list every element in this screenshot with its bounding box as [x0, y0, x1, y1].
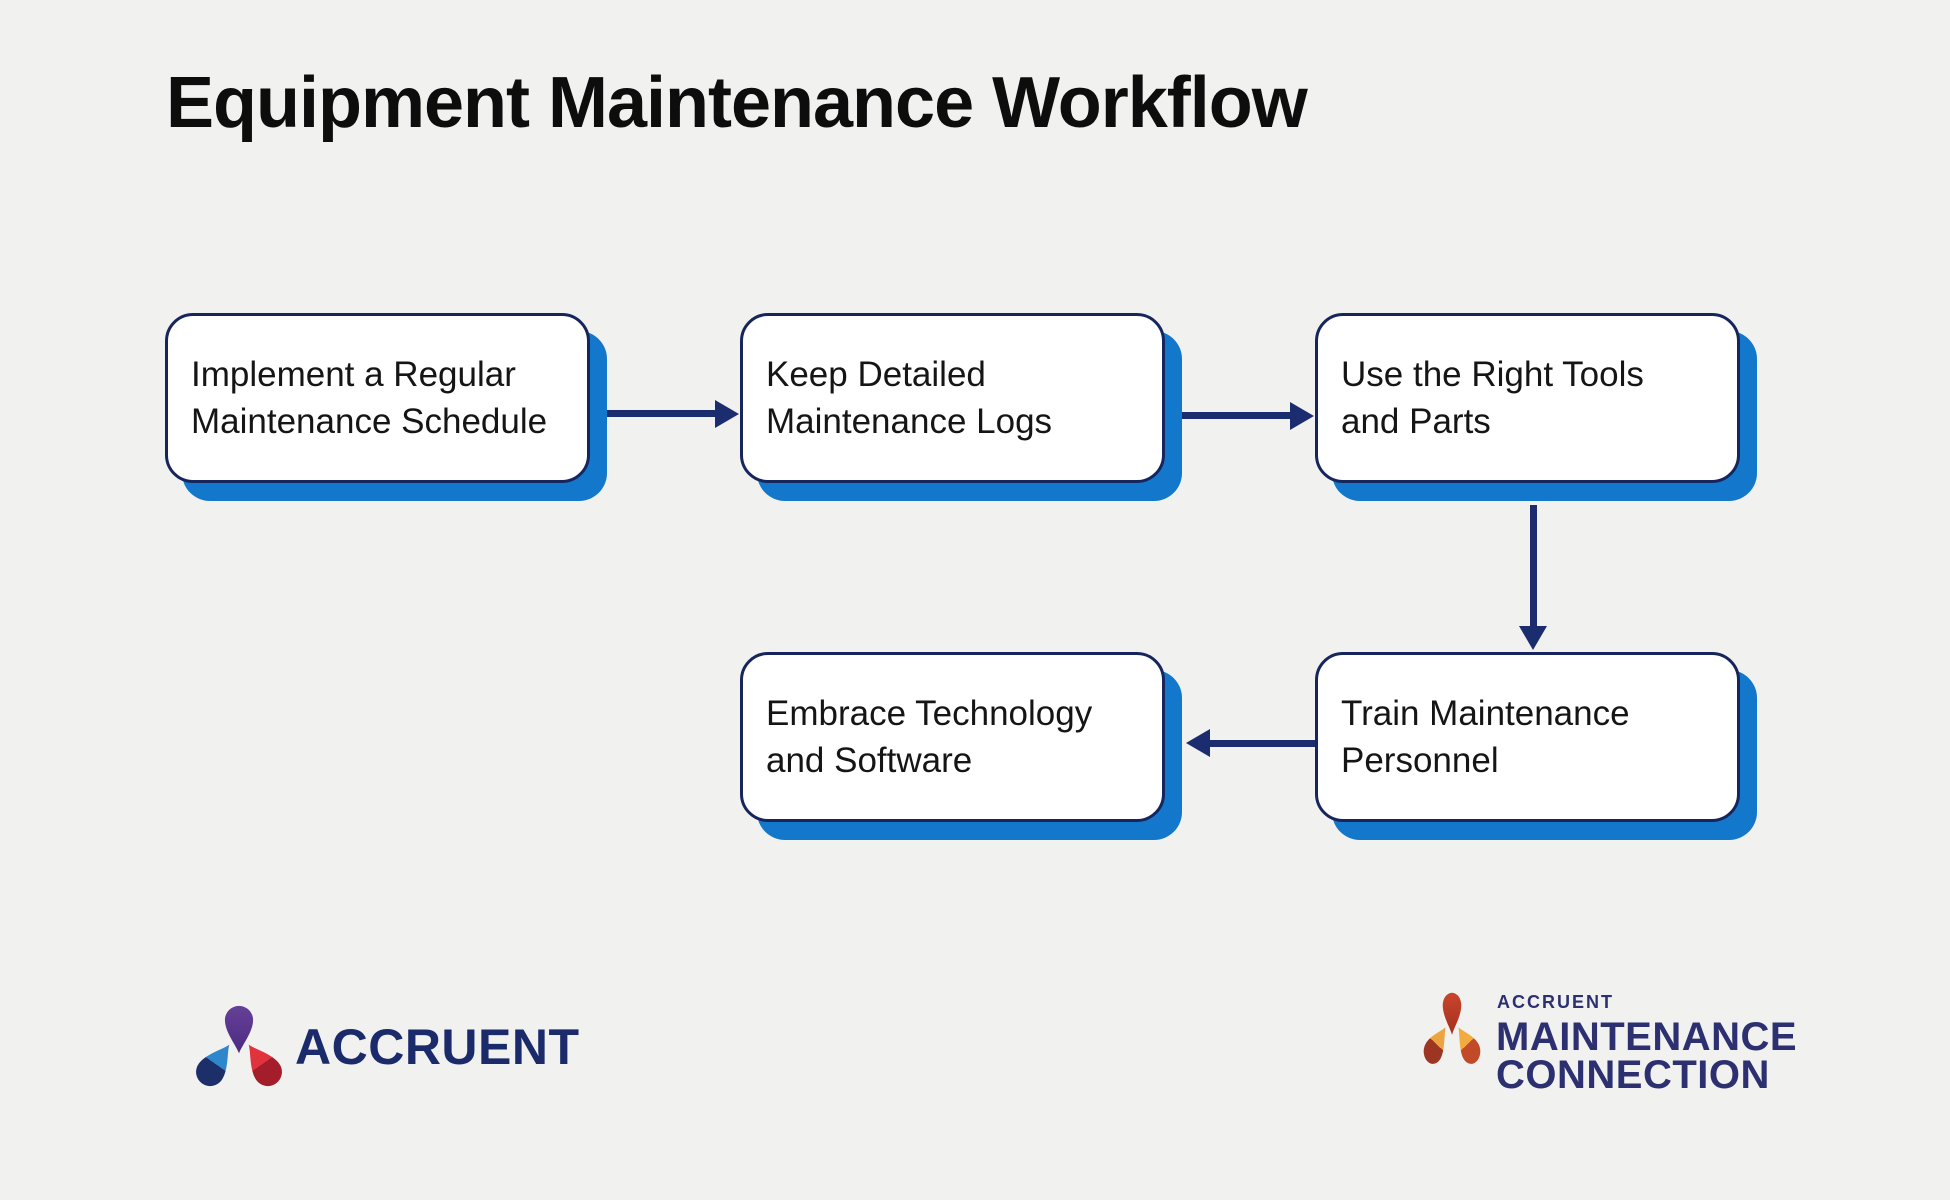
arrow-right-icon — [715, 400, 739, 428]
flow-box-label-line: and Software — [766, 741, 973, 780]
flow-box-label-line: Keep Detailed — [766, 355, 986, 394]
flow-box-keep-logs: Keep Detailed Maintenance Logs — [740, 313, 1165, 483]
flow-box-label-line: Maintenance Logs — [766, 402, 1053, 441]
flow-box-label-line: Maintenance Schedule — [191, 402, 548, 441]
accruent-wordmark: ACCRUENT — [295, 1019, 580, 1075]
flow-box-train-personnel: Train Maintenance Personnel — [1315, 652, 1740, 822]
arrow-line — [1530, 505, 1537, 628]
arrow-down-icon — [1519, 626, 1547, 650]
flow-box-implement-schedule: Implement a Regular Maintenance Schedule — [165, 313, 590, 483]
accruent-logo: ACCRUENT — [195, 1003, 580, 1095]
page-title: Equipment Maintenance Workflow — [166, 63, 1308, 143]
flow-box-label-line: Train Maintenance — [1341, 694, 1630, 733]
accruent-logo-mark-icon — [195, 1005, 283, 1092]
mc-maintenance-label: MAINTENANCE — [1496, 1015, 1798, 1059]
mc-brand-label: ACCRUENT — [1497, 992, 1614, 1012]
maintenance-connection-logo: ACCRUENT MAINTENANCE CONNECTION — [1423, 988, 1798, 1097]
arrow-line — [1208, 740, 1315, 747]
maintenance-connection-logo-mark-icon — [1423, 992, 1481, 1069]
arrow-line — [1182, 412, 1292, 419]
flow-box-label-line: Implement a Regular — [191, 355, 516, 394]
flow-box-right-tools: Use the Right Tools and Parts — [1315, 313, 1740, 483]
arrow-left-icon — [1186, 729, 1210, 757]
arrow-line — [607, 410, 717, 417]
flow-box-embrace-tech: Embrace Technology and Software — [740, 652, 1165, 822]
flow-box-label-line: Embrace Technology — [766, 694, 1093, 733]
flow-box-label-line: and Parts — [1341, 402, 1491, 441]
flow-box-label-line: Use the Right Tools — [1341, 355, 1644, 394]
flow-box-label-line: Personnel — [1341, 741, 1499, 780]
maintenance-connection-wordmark: ACCRUENT MAINTENANCE CONNECTION — [1496, 988, 1798, 1097]
arrow-right-icon — [1290, 402, 1314, 430]
mc-connection-label: CONNECTION — [1496, 1053, 1770, 1097]
